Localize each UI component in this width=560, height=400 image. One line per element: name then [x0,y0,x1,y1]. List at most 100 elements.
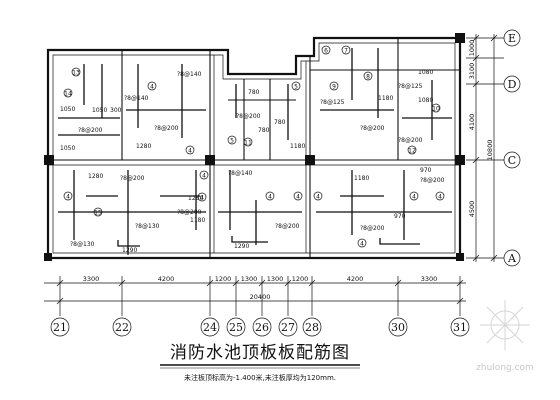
svg-text:4: 4 [296,194,300,201]
rebar-mark: 7 [341,45,351,55]
dimension-total: 20400 [250,293,271,301]
rebar-length: 1080 [418,69,433,76]
rebar-label: ?8@200 [120,175,145,182]
rebar-mark: 11 [243,137,253,147]
rebar-label: ?8@125 [398,83,423,90]
dimension-label: 4200 [347,275,364,283]
rebar-mark: 4 [409,191,419,201]
watermark-text: zhulong.com [476,363,534,373]
svg-text:27: 27 [281,321,295,334]
rebar-mark: 4 [435,191,445,201]
svg-text:8: 8 [366,74,370,81]
rebar-mark: 4 [185,145,195,155]
rebar-mark: 4 [313,191,323,201]
rebar-length: 780 [248,89,260,96]
dimension-label: 1200 [292,275,309,283]
rebar-length: 970 [420,167,432,174]
svg-text:4: 4 [66,194,70,201]
drawing-note: 未注板顶标高为-1.400米,未注板厚均为120mm. [184,373,336,382]
rebar-length: 1080 [418,97,433,104]
svg-text:4: 4 [412,194,416,201]
dimension-label: 3300 [83,275,100,283]
rebar-length: 1280 [188,195,203,202]
svg-text:4: 4 [150,84,154,91]
rebar-mark: 5 [291,81,301,91]
axis-bubble-27: 27 [278,317,298,337]
rebar-label: ?8@200 [78,127,103,134]
rebar-length: 1050 [60,106,75,113]
dimension-label: 1300 [241,275,258,283]
rebar-label: ?8@140 [177,71,202,78]
axis-bubble-24: 24 [200,317,220,337]
svg-text:30: 30 [391,321,405,334]
rebar-mark: 13 [71,67,81,77]
rebar-mark: 4 [265,191,275,201]
axis-bubble-30: 30 [388,317,408,337]
dimension-label: 4100 [468,114,476,131]
svg-text:4: 4 [316,194,320,201]
axis-bubble-22: 22 [112,317,132,337]
svg-text:11: 11 [244,140,252,147]
column-31-e [455,33,465,43]
rebar-label: ?8@200 [398,137,423,144]
axis-bubble-c: C [503,151,521,169]
rebar-length: 780 [258,127,270,134]
dimension-total: 10800 [486,140,494,161]
rebar-marks: 13 14 4 4 5 5 6 7 8 9 10 11 12 15 4 4 4 … [63,45,445,248]
rebar-length: 780 [274,119,286,126]
rebar-mark: 4 [197,192,207,202]
dimension-label: 3100 [468,63,476,80]
column-28-c [305,155,315,165]
axis-bubble-e: E [503,29,521,47]
svg-text:25: 25 [229,321,243,334]
dimension-label: 1000 [468,40,476,57]
svg-text:21: 21 [53,321,67,334]
rebar-length: 1050 [92,107,107,114]
rebar-length: 1050 [60,145,75,152]
svg-text:C: C [508,154,516,167]
rebar-length: 1180 [354,175,369,182]
rebar-label: ?8@200 [177,209,202,216]
dimension-label: 3300 [421,275,438,283]
rebar-length: 1280 [88,173,103,180]
axis-bubble-21: 21 [50,317,70,337]
watermark-logo: zhulong.com [476,300,534,373]
columns [44,33,465,261]
column-21-a [44,253,52,261]
column-31-c [455,155,465,165]
rebar-length: 1290 [122,247,137,254]
rebar-mark: 12 [407,145,417,155]
drawing-title-block: 消防水池顶板板配筋图 未注板顶标高为-1.400米,未注板厚均为120mm. [160,343,360,382]
svg-text:5: 5 [294,84,298,91]
svg-text:24: 24 [203,321,217,334]
axis-bubble-26: 26 [252,317,272,337]
svg-text:4: 4 [188,148,192,155]
right-dimensions: 1000 3100 4100 4500 10800 [466,34,504,262]
rebar-mark: 4 [199,170,209,180]
svg-text:4: 4 [200,195,204,202]
rebar-length: 300 [110,107,122,114]
rebar-label: ?8@200 [154,125,179,132]
svg-text:14: 14 [64,91,72,98]
axis-bubble-25: 25 [226,317,246,337]
svg-text:10: 10 [432,106,440,113]
dimension-label: 1300 [267,275,284,283]
svg-text:28: 28 [305,321,319,334]
rebar-mark: 10 [431,103,441,113]
rebar-label: ?8@140 [228,170,253,177]
rebar-label: ?8@200 [420,177,445,184]
rebar-mark: 14 [63,88,73,98]
svg-text:D: D [508,78,517,91]
dimension-label: 4200 [158,275,175,283]
svg-text:5: 5 [230,138,234,145]
rebar-mark: 15 [93,207,103,217]
svg-text:E: E [508,32,516,45]
axis-bubble-31: 31 [450,317,470,337]
svg-text:6: 6 [324,48,328,55]
rebar-label: ?8@200 [236,113,261,120]
outer-walls [46,36,462,260]
bottom-dimensions: 3300 4200 1200 1300 1300 1200 4200 3300 … [44,275,466,316]
rebar-length: 1280 [136,143,151,150]
rebar-label: ?8@200 [360,125,385,132]
